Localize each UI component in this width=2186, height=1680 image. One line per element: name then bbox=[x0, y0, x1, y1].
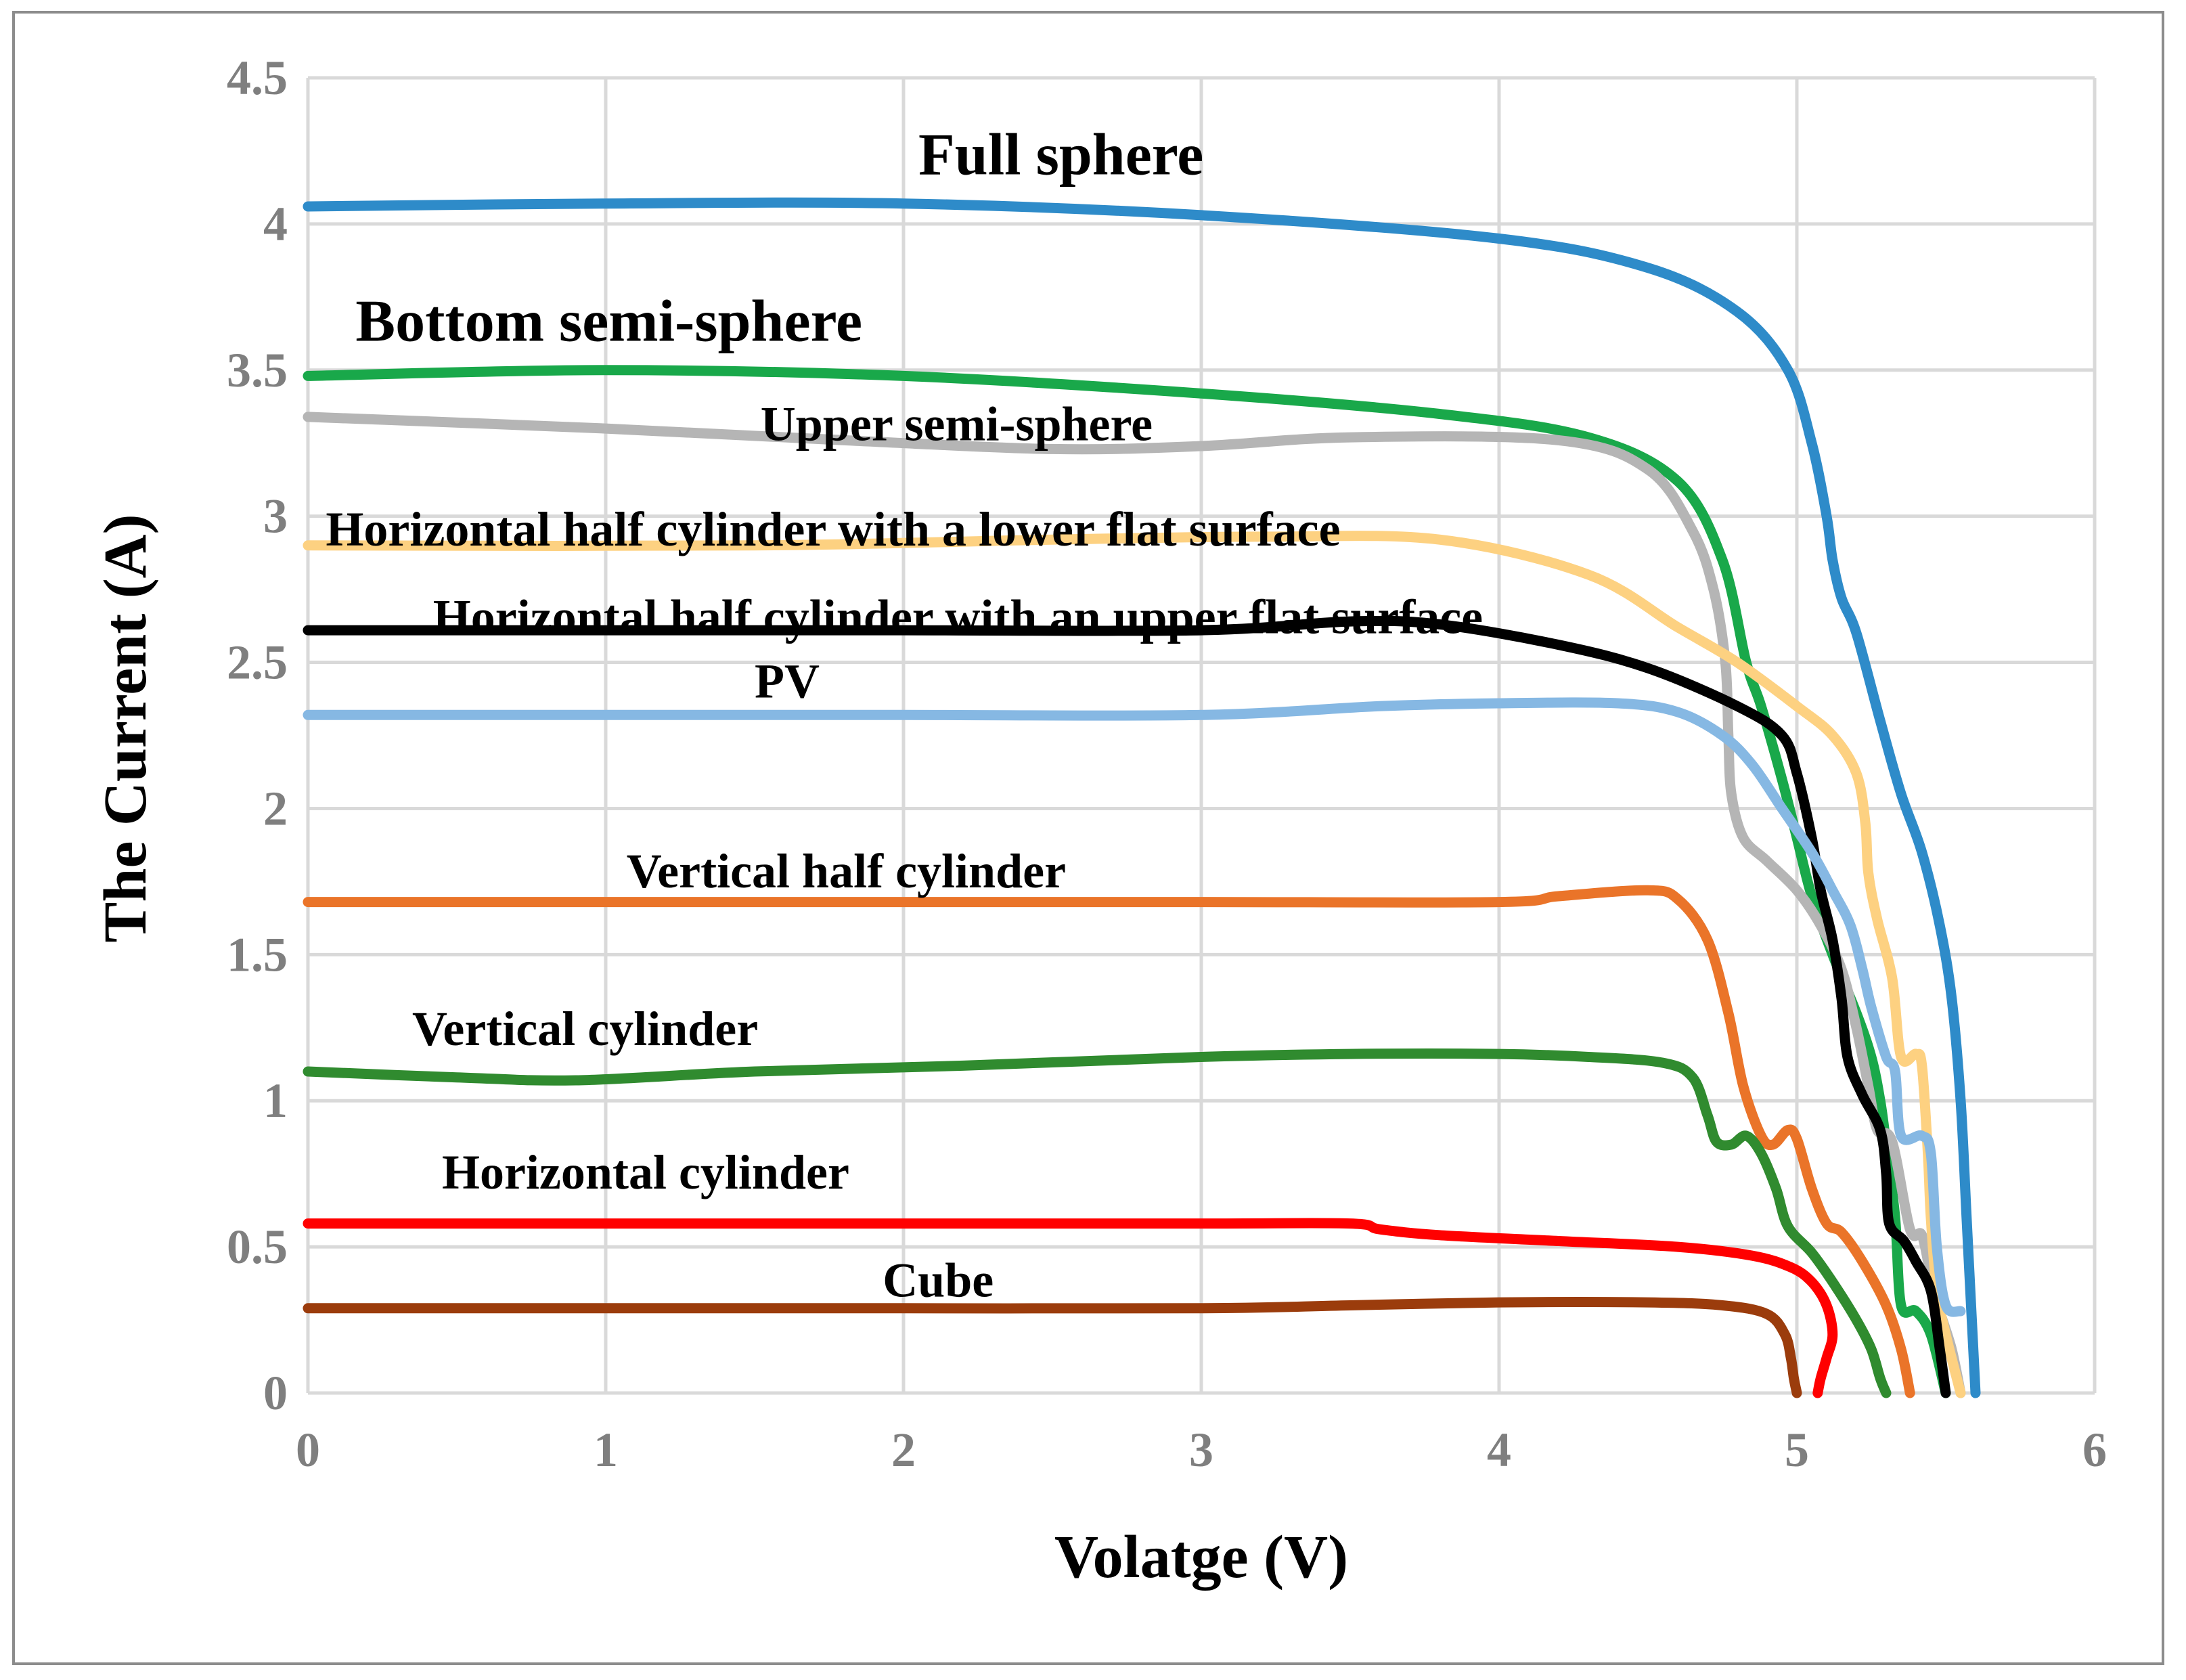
y-tick-label: 0.5 bbox=[227, 1220, 288, 1274]
x-tick-label: 4 bbox=[1487, 1423, 1511, 1477]
series-line-upper-semi-sphere bbox=[303, 412, 1966, 1398]
y-axis-title: The Current (A) bbox=[92, 514, 159, 942]
series-label-horizontal-cylinder: Horizontal cylinder bbox=[442, 1145, 849, 1199]
series-label-pv: PV bbox=[755, 654, 820, 708]
x-tick-label: 6 bbox=[2082, 1423, 2107, 1477]
series-line-pv bbox=[303, 697, 1966, 1317]
y-tick-label: 2.5 bbox=[227, 636, 288, 690]
x-tick-label: 2 bbox=[891, 1423, 916, 1477]
series-label-vertical-half-cylinder: Vertical half cylinder bbox=[627, 844, 1066, 898]
series-lines bbox=[303, 197, 1981, 1398]
series-label-cube: Cube bbox=[883, 1254, 994, 1308]
series-line-vertical-cylinder bbox=[303, 1048, 1892, 1398]
series-line-cube bbox=[303, 1297, 1802, 1398]
x-axis-title: Volatge (V) bbox=[1054, 1524, 1348, 1591]
series-line-vertical-half-cylinder bbox=[303, 885, 1915, 1398]
x-tick-label: 3 bbox=[1189, 1423, 1213, 1477]
y-tick-label: 1.5 bbox=[227, 927, 288, 981]
series-line-horizontal-cylinder bbox=[303, 1218, 1838, 1398]
y-tick-label: 3 bbox=[263, 489, 288, 544]
y-tick-label: 4 bbox=[263, 197, 288, 251]
axis-ticks: 0 0.5 1 1.5 2 2.5 3 3.5 4 4.5 0 1 2 3 4 5 6 bbox=[227, 51, 2107, 1477]
x-tick-label: 1 bbox=[594, 1423, 618, 1477]
y-tick-label: 1 bbox=[263, 1074, 288, 1128]
series-line-full-sphere bbox=[303, 197, 1981, 1398]
x-tick-label: 0 bbox=[296, 1423, 320, 1477]
y-tick-label: 2 bbox=[263, 781, 288, 835]
series-label-vertical-cylinder: Vertical cylinder bbox=[412, 1002, 758, 1056]
series-label-bottom-semi-sphere: Bottom semi-sphere bbox=[355, 289, 862, 355]
series-label-upper-semi-sphere: Upper semi-sphere bbox=[761, 397, 1153, 451]
y-tick-label: 0 bbox=[263, 1366, 288, 1420]
y-tick-label: 4.5 bbox=[227, 51, 288, 105]
x-tick-label: 5 bbox=[1785, 1423, 1809, 1477]
series-label-full-sphere: Full sphere bbox=[918, 122, 1203, 187]
series-label-horizontal-half-cylinder-with-a-lower-flat-surface: Horizontal half cylinder with a lower fl… bbox=[326, 502, 1340, 556]
series-line-horizontal-half-cylinder-with-an-upper-flat-surface bbox=[303, 615, 1951, 1398]
y-tick-label: 3.5 bbox=[227, 343, 288, 397]
series-label-horizontal-half-cylinder-with-an-upper-flat-surface: Horizontal half cylinder with an upper f… bbox=[433, 590, 1483, 644]
